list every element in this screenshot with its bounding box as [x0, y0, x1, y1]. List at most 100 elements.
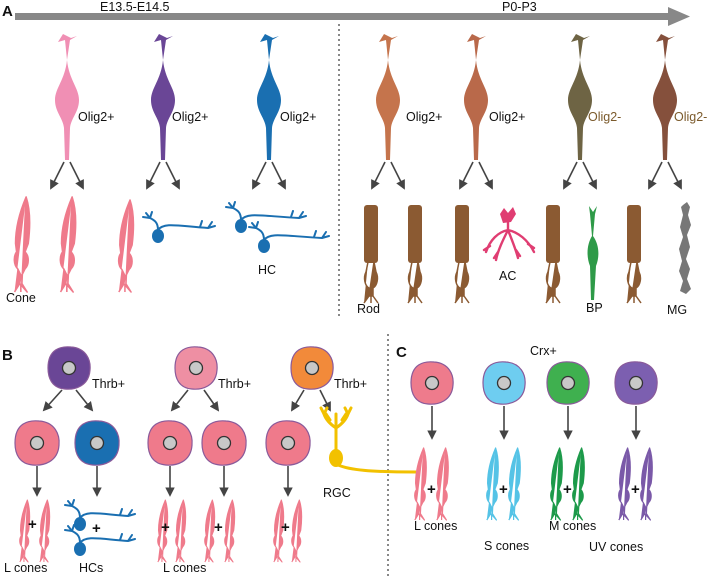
plus-sign: + — [161, 519, 170, 536]
ac-soma — [500, 207, 516, 223]
a-label-cone: Cone — [6, 291, 36, 305]
a-marker-5: Olig2+ — [489, 110, 525, 124]
b-label-hcs: HCs — [79, 561, 103, 575]
c-label-m: M cones — [549, 519, 596, 533]
timeline-label-early: E13.5-E14.5 — [100, 0, 170, 14]
timeline-arrowhead — [668, 7, 690, 26]
b-marker-2: Thrb+ — [218, 377, 251, 391]
panel-a-progenitors — [55, 34, 677, 160]
bp-body — [587, 206, 599, 300]
a-label-mg: MG — [667, 303, 687, 317]
arrow — [165, 161, 180, 190]
cone-body — [640, 447, 653, 521]
c-label-l: L cones — [414, 519, 457, 533]
plus-sign: + — [499, 481, 508, 498]
round-progenitor-cell — [74, 420, 120, 466]
progenitor-cell — [464, 34, 488, 160]
hc-soma — [235, 219, 247, 233]
arrow — [371, 161, 386, 190]
a-label-bp: BP — [586, 301, 603, 315]
nucleus — [89, 435, 105, 451]
rod-photoreceptor — [626, 205, 642, 304]
round-progenitor-cell — [290, 346, 334, 390]
rod-photoreceptor — [454, 205, 470, 304]
a-marker-2: Olig2+ — [172, 110, 208, 124]
plus-sign: + — [28, 516, 37, 533]
cone-photoreceptor — [157, 499, 169, 563]
arrow — [582, 161, 597, 190]
plus-sign: + — [427, 481, 436, 498]
hc-soma — [74, 542, 86, 556]
cone-body — [414, 447, 427, 521]
rod-inner — [363, 261, 379, 304]
cone-photoreceptor — [175, 499, 187, 563]
round-progenitor-cell — [614, 361, 658, 405]
cone-photoreceptor — [224, 499, 236, 563]
nucleus — [424, 375, 440, 391]
cone-body — [224, 499, 236, 563]
arrow — [648, 161, 663, 190]
retinal-ganglion-cell — [319, 406, 417, 474]
cone-body — [618, 447, 631, 521]
panel-a-daughter-cells — [13, 196, 691, 304]
arrow — [459, 161, 474, 190]
a-marker-3: Olig2+ — [280, 110, 316, 124]
cone-photoreceptor — [436, 447, 449, 521]
nucleus — [29, 435, 45, 451]
cone-photoreceptor — [550, 447, 563, 521]
progenitor-cell — [376, 34, 400, 160]
arrow — [203, 389, 220, 412]
c-marker: Crx+ — [530, 344, 557, 358]
arrow — [478, 161, 493, 190]
plus-sign: + — [214, 519, 223, 536]
b-marker-1: Thrb+ — [92, 377, 125, 391]
a-marker-4: Olig2+ — [406, 110, 442, 124]
cone-body — [436, 447, 449, 521]
b-label-lcones-1: L cones — [4, 561, 47, 575]
hc-dendrites — [248, 221, 330, 241]
cone-body — [117, 199, 135, 293]
nucleus — [280, 435, 296, 451]
cone-photoreceptor — [204, 499, 216, 563]
rod-outer — [408, 205, 422, 263]
rod-outer — [364, 205, 378, 263]
hc-soma — [258, 239, 270, 253]
a-label-hc: HC — [258, 263, 276, 277]
round-progenitor-cell — [14, 420, 60, 466]
c-label-uv: UV cones — [589, 540, 643, 554]
timeline-label-late: P0-P3 — [502, 0, 537, 14]
cone-photoreceptor — [39, 499, 51, 563]
hc-dendrites — [225, 201, 307, 221]
cone-body — [157, 499, 169, 563]
cone-photoreceptor — [273, 499, 285, 563]
arrow — [563, 161, 578, 190]
nucleus — [560, 375, 576, 391]
arrow — [69, 161, 84, 190]
cone-body — [39, 499, 51, 563]
hc-dendrites — [142, 211, 216, 231]
nucleus — [216, 435, 232, 451]
mg-body — [679, 202, 691, 294]
cone-body — [486, 447, 499, 521]
hc-soma — [74, 517, 86, 531]
timeline-arrow — [15, 7, 690, 26]
cone-body — [508, 447, 521, 521]
arrow — [75, 389, 94, 412]
arrow — [252, 161, 267, 190]
bipolar-cell — [587, 206, 599, 300]
a-marker-7: Olig2- — [674, 110, 707, 124]
nucleus — [162, 435, 178, 451]
rod-outer — [627, 205, 641, 263]
cone-body — [550, 447, 563, 521]
panel-a-letter: A — [2, 3, 13, 20]
horizontal-cell — [64, 499, 136, 531]
rod-inner — [545, 261, 561, 304]
cone-photoreceptor — [291, 499, 303, 563]
round-progenitor-cell — [147, 420, 193, 466]
panel-c-cells: ++++ — [410, 361, 658, 521]
b-label-lcones-2: L cones — [163, 561, 206, 575]
nucleus — [496, 375, 512, 391]
progenitor-cell — [653, 34, 677, 160]
panel-b-letter: B — [2, 347, 13, 364]
